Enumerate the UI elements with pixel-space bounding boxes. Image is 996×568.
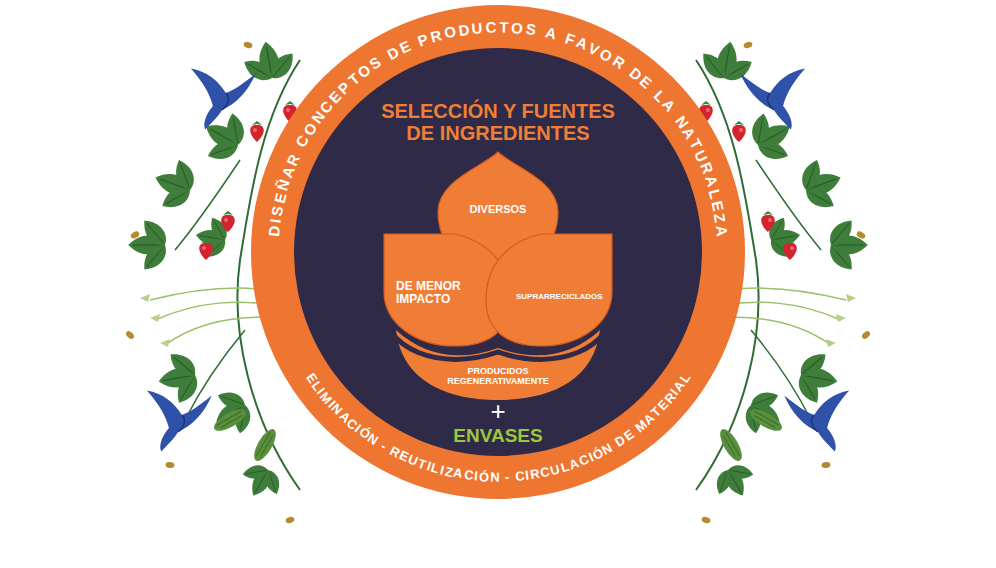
arc-glyph: Ó xyxy=(478,470,489,484)
arc-glyph: U xyxy=(471,20,483,36)
bowl-rim xyxy=(380,302,616,359)
arc-glyph: S xyxy=(269,204,286,217)
arc-glyph: D xyxy=(266,225,282,237)
arc-glyph: A xyxy=(714,225,730,237)
petal-label: DE MENOR IMPACTO xyxy=(396,280,486,306)
arc-glyph xyxy=(500,470,504,483)
arc-glyph: R xyxy=(529,467,540,481)
petal-right-outline xyxy=(484,232,614,348)
petal-right xyxy=(486,234,612,346)
arc-glyph: C xyxy=(485,19,496,34)
section-title: SELECCIÓN Y FUENTES DE INGREDIENTES xyxy=(373,100,623,144)
arc-glyph: T xyxy=(499,19,509,34)
bowl-shape-outline xyxy=(376,298,620,402)
arc-glyph: C xyxy=(463,468,474,482)
petal-label: SUPRARRECICLADOS xyxy=(516,293,608,302)
arc-glyph: S xyxy=(525,21,537,37)
bowl-shape: PRODUCIDOS REGENERATIVAMENTE xyxy=(376,298,620,402)
ring-circle xyxy=(251,5,745,499)
core-circle: DIVERSOS DE MENOR IMPACTO SUPRARRECICLADOS… xyxy=(293,47,703,457)
petal-right: SUPRARRECICLADOS xyxy=(484,232,614,348)
arc-glyph: N xyxy=(490,470,500,483)
packaging-heading: ENVASES xyxy=(428,426,568,447)
arc-glyph: C xyxy=(515,469,526,483)
bowl-label: PRODUCIDOS REGENERATIVAMENTE xyxy=(430,366,566,387)
plus-sign: + xyxy=(448,398,548,424)
petal-label: DIVERSOS xyxy=(443,203,553,215)
arc-glyph: O xyxy=(511,20,524,36)
arc-glyph: D xyxy=(457,21,470,37)
core-circle xyxy=(294,48,702,456)
ring-circle: DIVERSOS DE MENOR IMPACTO SUPRARRECICLADOS… xyxy=(251,5,745,499)
arc-glyph: O xyxy=(442,24,457,41)
